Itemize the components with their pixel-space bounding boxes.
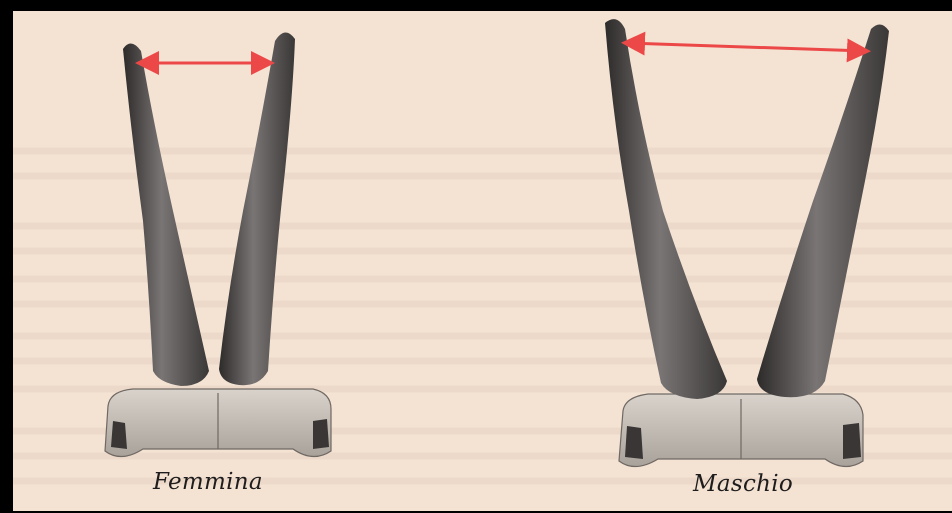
male-caption: Maschio xyxy=(693,471,793,497)
horns-illustration xyxy=(13,11,952,511)
female-caption: Femmina xyxy=(153,469,263,495)
male-skull-shadow-right xyxy=(843,423,861,459)
female-horns xyxy=(105,32,331,456)
female-skull-shadow-right xyxy=(313,419,329,449)
male-skull-shadow-left xyxy=(625,426,643,459)
female-skull-shadow-left xyxy=(111,421,127,449)
male-right-horn xyxy=(757,24,889,397)
male-horns xyxy=(605,19,889,466)
male-left-horn xyxy=(605,19,727,399)
book-page: Femmina Maschio xyxy=(13,11,952,511)
female-right-horn xyxy=(219,32,295,385)
male-spread-arrow xyxy=(627,43,865,51)
